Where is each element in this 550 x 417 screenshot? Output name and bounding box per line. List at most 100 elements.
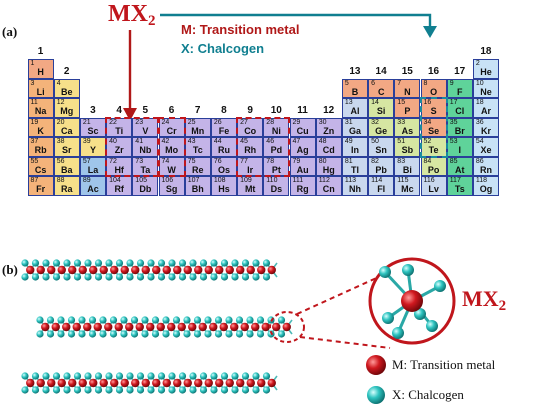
element-symbol: Rn bbox=[479, 164, 492, 175]
chalcogen-atom bbox=[231, 386, 239, 394]
atomic-number: 72 bbox=[109, 157, 117, 165]
mx2-layers bbox=[21, 259, 293, 394]
chalcogen-atom bbox=[109, 330, 118, 338]
chalcogen-atom bbox=[94, 372, 103, 380]
element-symbol: Cd bbox=[322, 145, 335, 155]
metal-atom bbox=[215, 265, 224, 275]
chalcogen-atom bbox=[126, 259, 134, 267]
element-symbol: Ne bbox=[480, 86, 492, 97]
chalcogen-atom bbox=[225, 330, 233, 338]
panel-a-label: (a) bbox=[2, 24, 18, 39]
element-symbol: Ir bbox=[247, 164, 254, 175]
chalcogen-atom bbox=[84, 372, 92, 380]
element-symbol: O bbox=[430, 86, 438, 97]
chalcogen-atom bbox=[42, 259, 50, 267]
element-symbol: Rf bbox=[114, 184, 124, 194]
chalcogen-atom bbox=[130, 316, 139, 324]
chalcogen-atom bbox=[141, 316, 149, 324]
chalcogen-atom bbox=[178, 386, 187, 394]
metal-atom bbox=[230, 322, 239, 332]
metal-atom bbox=[57, 265, 66, 275]
chalcogen-atom bbox=[241, 259, 250, 267]
chalcogen-atom bbox=[88, 316, 97, 324]
metal-atom bbox=[204, 378, 213, 388]
atomic-number: 85 bbox=[449, 157, 458, 165]
chalcogen-atom bbox=[235, 330, 244, 338]
atomic-number: 104 bbox=[109, 177, 121, 184]
chalcogen-atom bbox=[84, 259, 92, 267]
chalcogen-atom bbox=[52, 273, 61, 281]
metal-atom bbox=[173, 265, 182, 275]
atomic-number: 7 bbox=[397, 79, 402, 87]
element-symbol: W bbox=[167, 164, 176, 175]
atomic-number: 41 bbox=[135, 138, 144, 145]
chalcogen-atom bbox=[120, 316, 128, 324]
chalcogen-atom bbox=[21, 386, 29, 394]
atomic-number: 2 bbox=[475, 60, 480, 67]
chalcogen-atom bbox=[136, 386, 145, 394]
chalcogen-atom bbox=[94, 273, 103, 281]
zoom-chalcogen-atom bbox=[402, 264, 414, 276]
atomic-number: 54 bbox=[475, 138, 484, 145]
element-symbol: Nh bbox=[348, 184, 361, 194]
atomic-number: 46 bbox=[266, 138, 275, 145]
metal-atom bbox=[36, 265, 45, 275]
element-symbol: Cu bbox=[296, 125, 309, 136]
atomic-number: 36 bbox=[475, 118, 484, 126]
chalcogen-atom bbox=[42, 372, 50, 380]
metal-arrow-head bbox=[123, 108, 137, 121]
chalcogen-atom bbox=[168, 259, 176, 267]
metal-atom bbox=[198, 322, 207, 332]
metal-atom bbox=[68, 378, 77, 388]
element-symbol: Au bbox=[296, 164, 309, 175]
chalcogen-atom bbox=[252, 273, 260, 281]
metal-atom bbox=[194, 265, 203, 275]
atomic-number: 24 bbox=[161, 118, 170, 126]
chalcogen-atom bbox=[73, 273, 82, 281]
chalcogen-atom bbox=[193, 316, 202, 324]
metal-atom bbox=[194, 378, 203, 388]
group-number: 18 bbox=[480, 46, 492, 57]
atomic-number: 11 bbox=[30, 99, 38, 106]
element-symbol: Mc bbox=[401, 184, 414, 194]
chalcogen-atom bbox=[162, 316, 170, 324]
chalcogen-atom bbox=[252, 386, 260, 394]
chalcogen-atom bbox=[67, 330, 76, 338]
element-symbol: Os bbox=[217, 164, 230, 175]
chalcogen-atom bbox=[126, 273, 134, 281]
chalcogen-atom bbox=[126, 372, 134, 380]
chalcogen-atom bbox=[199, 273, 208, 281]
metal-atom bbox=[110, 265, 119, 275]
metal-atom bbox=[267, 265, 276, 275]
atomic-number: 25 bbox=[187, 118, 196, 126]
atomic-number: 113 bbox=[344, 177, 357, 184]
atomic-number: 115 bbox=[397, 177, 409, 184]
metal-atom bbox=[215, 378, 224, 388]
element-symbol: F bbox=[457, 86, 463, 97]
element-symbol: Sb bbox=[401, 145, 414, 155]
chalcogen-atom bbox=[52, 386, 61, 394]
metal-atom bbox=[146, 322, 155, 332]
atomic-number: 21 bbox=[82, 118, 91, 126]
metal-atom bbox=[72, 322, 81, 332]
group-number: 13 bbox=[349, 65, 361, 77]
atomic-number: 55 bbox=[30, 157, 39, 165]
